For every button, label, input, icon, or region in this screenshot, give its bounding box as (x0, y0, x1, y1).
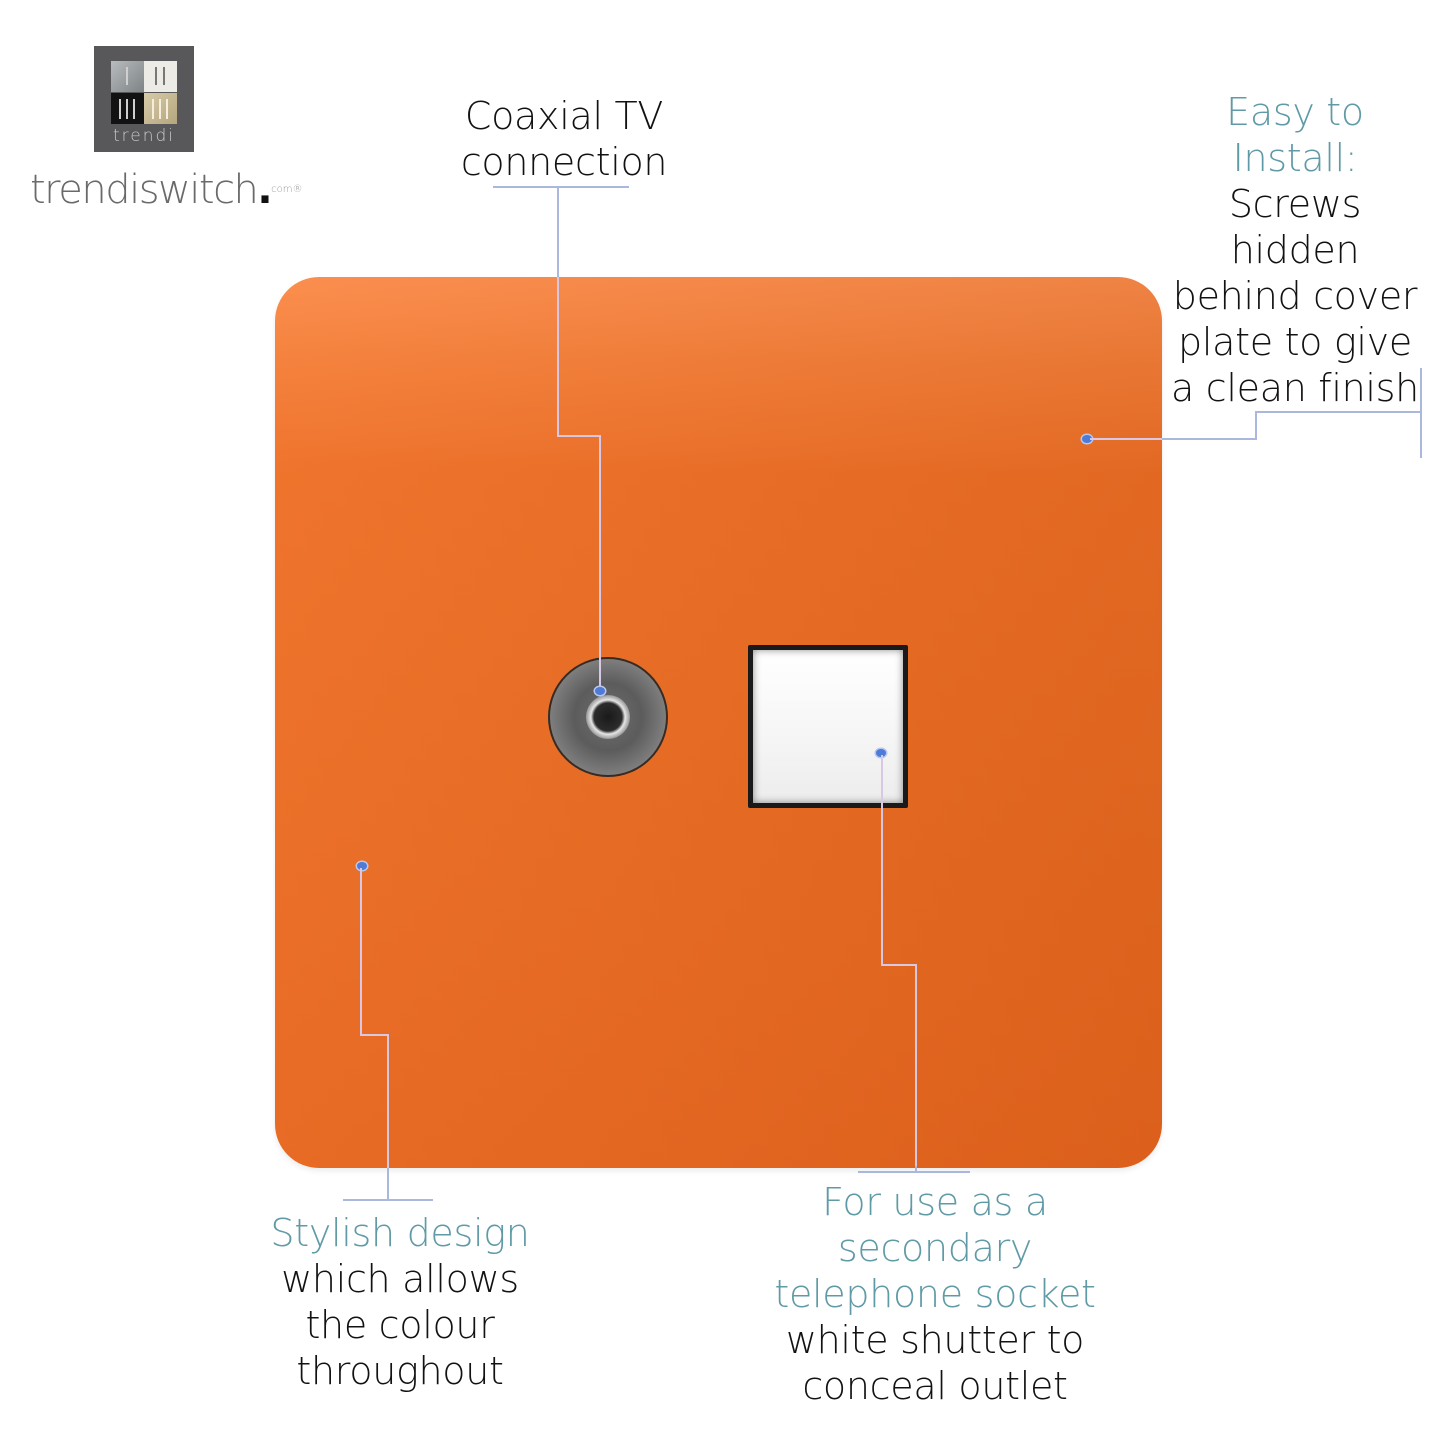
coax-center-pin (586, 695, 630, 739)
coax-marker-dot (595, 687, 605, 695)
stylish-callout-body: the colour (305, 1303, 495, 1347)
logo-tile-white (144, 61, 177, 92)
logo-tile-black (111, 93, 144, 124)
telephone-callout-heading: telephone socket (774, 1272, 1096, 1316)
install-callout: Easy to Install: Screws hidden behind co… (1160, 89, 1430, 411)
socket-cover-plate (275, 277, 1162, 1168)
install-callout-heading: Easy to (1226, 90, 1364, 134)
install-leader-line (1162, 438, 1256, 440)
brand-dot: . (257, 167, 272, 213)
logo-tile-silver (111, 61, 144, 92)
telephone-callout-body: conceal outlet (802, 1364, 1068, 1408)
trendi-logo-badge: trendi (94, 46, 194, 152)
stylish-callout-body: which allows (281, 1257, 519, 1301)
install-leader-line (1255, 412, 1257, 440)
install-callout-body: plate to give (1178, 320, 1412, 364)
stylish-callout-body: throughout (296, 1349, 504, 1393)
install-callout-body: Screws (1228, 182, 1362, 226)
install-callout-body: hidden (1230, 228, 1360, 272)
telephone-leader-line (881, 964, 917, 966)
coax-leader-line (557, 187, 559, 277)
coax-callout-line: connection (460, 140, 668, 184)
telephone-leader-line (915, 1166, 917, 1172)
coax-leader-line (557, 435, 600, 437)
stylish-leader-line (387, 1034, 389, 1168)
telephone-callout: For use as a secondary telephone socket … (755, 1179, 1115, 1409)
coax-callout-line: Coaxial TV (464, 94, 664, 138)
stylish-marker-dot (357, 862, 367, 870)
logo-tile-gold (144, 93, 177, 124)
stylish-callout-heading: Stylish design (270, 1211, 530, 1255)
telephone-marker-dot (876, 749, 886, 757)
telephone-leader-line (881, 755, 883, 966)
logo-badge-text: trendi (112, 126, 176, 146)
coax-leader-line (599, 435, 601, 690)
coaxial-tv-socket (548, 657, 668, 777)
telephone-socket (748, 645, 908, 808)
install-leader-line (1090, 438, 1162, 440)
stylish-leader-bar (343, 1199, 433, 1201)
stylish-leader-line (360, 868, 362, 1036)
install-callout-body: a clean finish (1171, 366, 1419, 410)
telephone-callout-body: white shutter to (785, 1318, 1085, 1362)
white-shutter (753, 650, 903, 803)
install-callout-body: behind cover (1172, 274, 1418, 318)
brand-suffix: com® (271, 184, 303, 195)
stylish-callout: Stylish design which allows the colour t… (260, 1210, 540, 1394)
install-leader-line (1255, 411, 1421, 413)
telephone-leader-line (915, 964, 917, 1168)
coax-callout: Coaxial TV connection (430, 93, 698, 185)
install-marker-dot (1082, 435, 1092, 443)
coax-leader-bar (493, 186, 629, 188)
stylish-leader-line (387, 1168, 389, 1200)
install-callout-heading: Install: (1232, 136, 1358, 180)
telephone-callout-heading: secondary (837, 1226, 1033, 1270)
install-leader-bar (1420, 368, 1422, 458)
stylish-leader-line (360, 1034, 389, 1036)
brand-name: trendiswitch (30, 167, 259, 213)
brand-wordmark: trendiswitch.com® (30, 166, 302, 214)
coax-leader-line (557, 277, 559, 436)
telephone-callout-heading: For use as a (822, 1180, 1048, 1224)
telephone-leader-bar (858, 1171, 970, 1173)
